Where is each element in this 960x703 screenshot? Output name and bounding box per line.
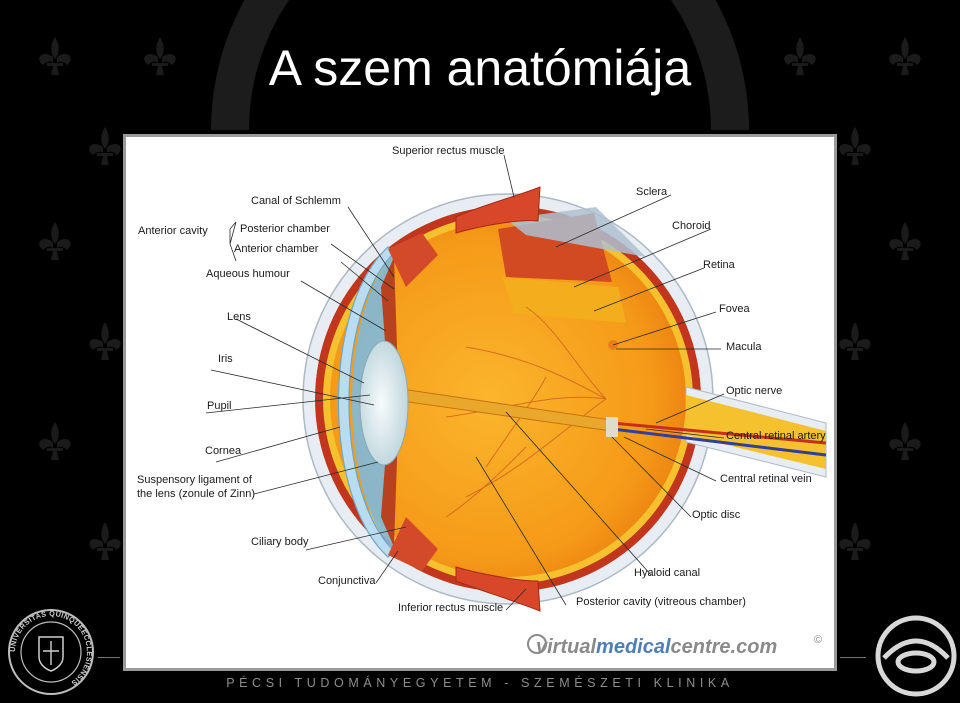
label-posterior-cavity: Posterior cavity (vitreous chamber) — [576, 596, 746, 608]
anatomy-labels: Superior rectus muscle Sclera Choroid Re… — [137, 145, 826, 614]
leader-lines — [205, 154, 725, 611]
virtualmedicalcentre-logo: virtualmedicalcentre.com © — [527, 634, 822, 658]
optic-nerve — [606, 386, 827, 478]
label-superior-rectus: Superior rectus muscle — [392, 145, 505, 157]
label-sclera: Sclera — [636, 186, 668, 198]
label-optic-disc: Optic disc — [692, 509, 741, 521]
label-lens: Lens — [227, 311, 251, 323]
ciliary-body-upper — [388, 233, 438, 287]
logo-copyright: © — [814, 634, 822, 646]
cutaway-retina — [502, 277, 626, 323]
footer-institution: PÉCSI TUDOMÁNYEGYETEM - SZEMÉSZETI KLINI… — [226, 676, 734, 690]
label-cornea: Cornea — [205, 445, 242, 457]
lens — [359, 340, 409, 466]
label-aqueous-humour: Aqueous humour — [206, 268, 290, 280]
label-canal-of-schlemm: Canal of Schlemm — [251, 195, 341, 207]
watermark-arc — [211, 0, 749, 131]
university-seal-logo: UNIVERSITAS QUINQUEECCLESIENSIS — [8, 609, 94, 695]
optic-disc — [606, 417, 618, 437]
label-macula: Macula — [726, 341, 762, 353]
label-central-retinal-vein: Central retinal vein — [720, 473, 812, 485]
footer-rule-left — [98, 657, 120, 658]
logo-virtual: virtual — [536, 636, 596, 658]
label-anterior-chamber: Anterior chamber — [234, 243, 319, 255]
label-anterior-cavity: Anterior cavity — [138, 225, 208, 237]
central-retinal-artery — [611, 421, 827, 445]
superior-rectus-muscle — [455, 186, 541, 234]
label-central-retinal-artery: Central retinal artery — [726, 430, 826, 442]
anterior-segment — [337, 233, 438, 571]
eye-anatomy-diagram: Superior rectus muscle Sclera Choroid Re… — [137, 145, 827, 658]
logo-medical: medical — [596, 636, 671, 658]
label-hyaloid-canal: Hyaloid canal — [634, 567, 700, 579]
eyeball — [302, 193, 714, 605]
ciliary-body-lower — [388, 517, 438, 571]
label-suspensory-line-1: Suspensory ligament of — [137, 474, 253, 486]
label-inferior-rectus: Inferior rectus muscle — [398, 602, 503, 614]
label-posterior-chamber: Posterior chamber — [240, 223, 330, 235]
svg-text:virtualmedicalcentre.com: virtualmedicalcentre.com — [536, 636, 777, 658]
inferior-rectus-muscle — [455, 566, 541, 612]
label-choroid: Choroid — [672, 220, 711, 232]
footer-rule-right — [840, 657, 866, 658]
slide-title: A szem anatómiája — [268, 40, 692, 96]
label-ciliary-body: Ciliary body — [251, 536, 309, 548]
label-suspensory-line-2: the lens (zonule of Zinn) — [137, 488, 255, 500]
label-conjunctiva: Conjunctiva — [318, 575, 376, 587]
central-retinal-vein — [611, 427, 827, 457]
label-fovea: Fovea — [719, 303, 750, 315]
label-retina: Retina — [703, 259, 736, 271]
label-iris: Iris — [218, 353, 233, 365]
eye-diagram-panel: Superior rectus muscle Sclera Choroid Re… — [123, 134, 837, 671]
label-optic-nerve: Optic nerve — [726, 385, 782, 397]
eye-clinic-logo — [875, 615, 957, 697]
label-pupil: Pupil — [207, 400, 231, 412]
logo-centre: centre.com — [671, 636, 778, 658]
cutaway-sclera-window — [506, 207, 646, 257]
